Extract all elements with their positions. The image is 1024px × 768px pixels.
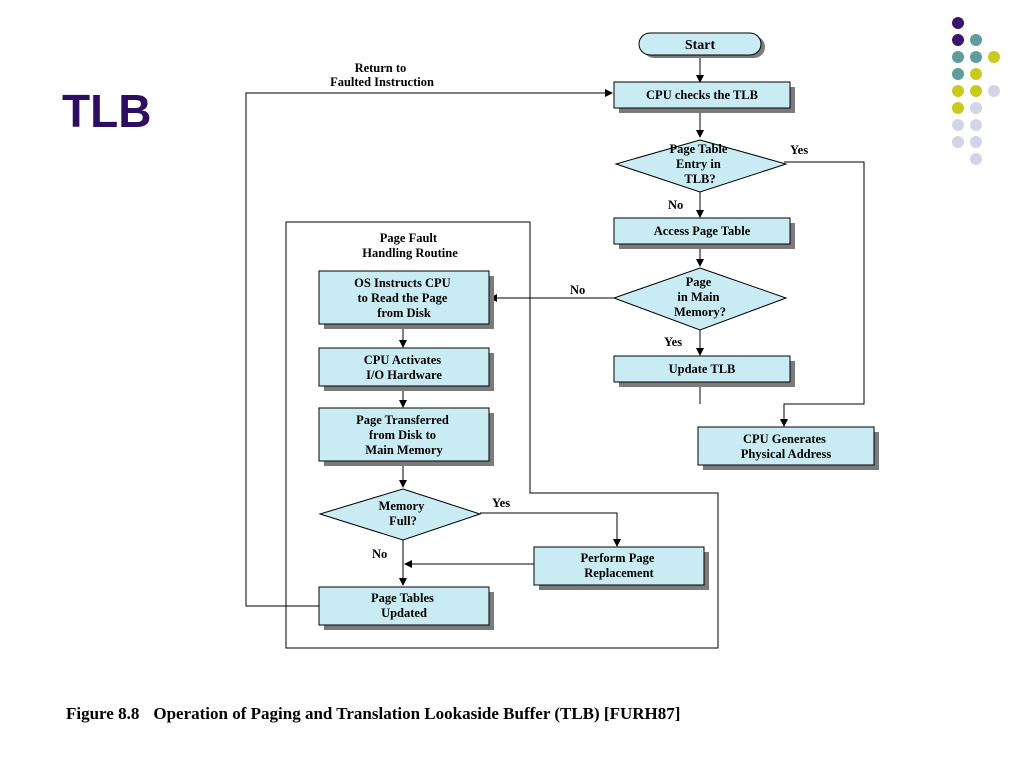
figure-caption-text: Operation of Paging and Translation Look… (153, 704, 681, 723)
svg-text:Perform Page Replacement: Perform Page Replacement (580, 551, 657, 580)
node-memory-full: Memory Full? (318, 488, 482, 541)
node-perform-page-replacement: Perform Page Replacement (533, 546, 709, 590)
label-return: Return to Faulted Instruction (330, 61, 434, 89)
node-cpu-activates-io: CPU Activates I/O Hardware (318, 347, 494, 391)
node-cpu-checks-tlb: CPU checks the TLB (613, 81, 795, 113)
node-pte-in-tlb: Page Table Entry in TLB? (614, 139, 788, 193)
node-access-page-table: Access Page Table (613, 217, 795, 249)
svg-text:Page Transferred from Di: Page Transferred from Disk to Main Memor… (356, 413, 452, 457)
svg-text:CPU checks the TLB: CPU checks the TLB (646, 88, 758, 102)
flow-edges (245, 56, 865, 607)
group-label: Page Fault Handling Routine (362, 231, 458, 260)
tlb-flowchart: Page Fault Handling Routine Return to Fa… (245, 32, 879, 649)
label-pte-yes: Yes (790, 143, 808, 157)
node-os-instructs-cpu: OS Instructs CPU to Read the Page from D… (318, 270, 494, 329)
svg-text:Update TLB: Update TLB (669, 362, 736, 376)
svg-text:OS Instructs CPU to Read: OS Instructs CPU to Read the Page from D… (354, 276, 454, 320)
node-page-tables-updated: Page Tables Updated (318, 586, 494, 630)
node-cpu-generates-physical-address: CPU Generates Physical Address (697, 426, 879, 470)
svg-text:Page Tables Updated: Page Tables Updated (371, 591, 437, 620)
label-page-yes: Yes (664, 335, 682, 349)
svg-text:Page Table Entry in: Page Table Entry in TLB? (669, 142, 730, 186)
svg-text:Access Page Table: Access Page Table (654, 224, 751, 238)
svg-text:CPU Activates I/O Hardwa: CPU Activates I/O Hardware (364, 353, 445, 382)
svg-text:CPU Generates Physical A: CPU Generates Physical Address (741, 432, 832, 461)
slide-title: TLB (62, 85, 152, 137)
figure-caption: Figure 8.8 Operation of Paging and Transl… (66, 704, 680, 724)
node-page-transferred: Page Transferred from Disk to Main Memor… (318, 407, 494, 466)
node-page-in-main-memory: Page in Main Memory? (612, 267, 788, 331)
decorative-dots (952, 17, 1000, 165)
edge-mem-yes (480, 512, 621, 547)
label-mem-no: No (372, 547, 387, 561)
label-page-no: No (570, 283, 585, 297)
node-start: Start (638, 32, 765, 58)
svg-text:Page in Main Memor: Page in Main Memory? (674, 275, 726, 319)
svg-text:Start: Start (685, 38, 716, 53)
dot-pattern (952, 17, 1000, 165)
svg-text:Memory Full?: Memory Full? (379, 499, 428, 528)
page-fault-routine-boundary (285, 221, 719, 649)
figure-number: Figure 8.8 (66, 704, 140, 723)
edge-return-to-faulted (245, 89, 613, 607)
label-mem-yes: Yes (492, 496, 510, 510)
edge-pte-yes (780, 161, 865, 427)
node-update-tlb: Update TLB (613, 355, 795, 387)
label-pte-no: No (668, 198, 683, 212)
